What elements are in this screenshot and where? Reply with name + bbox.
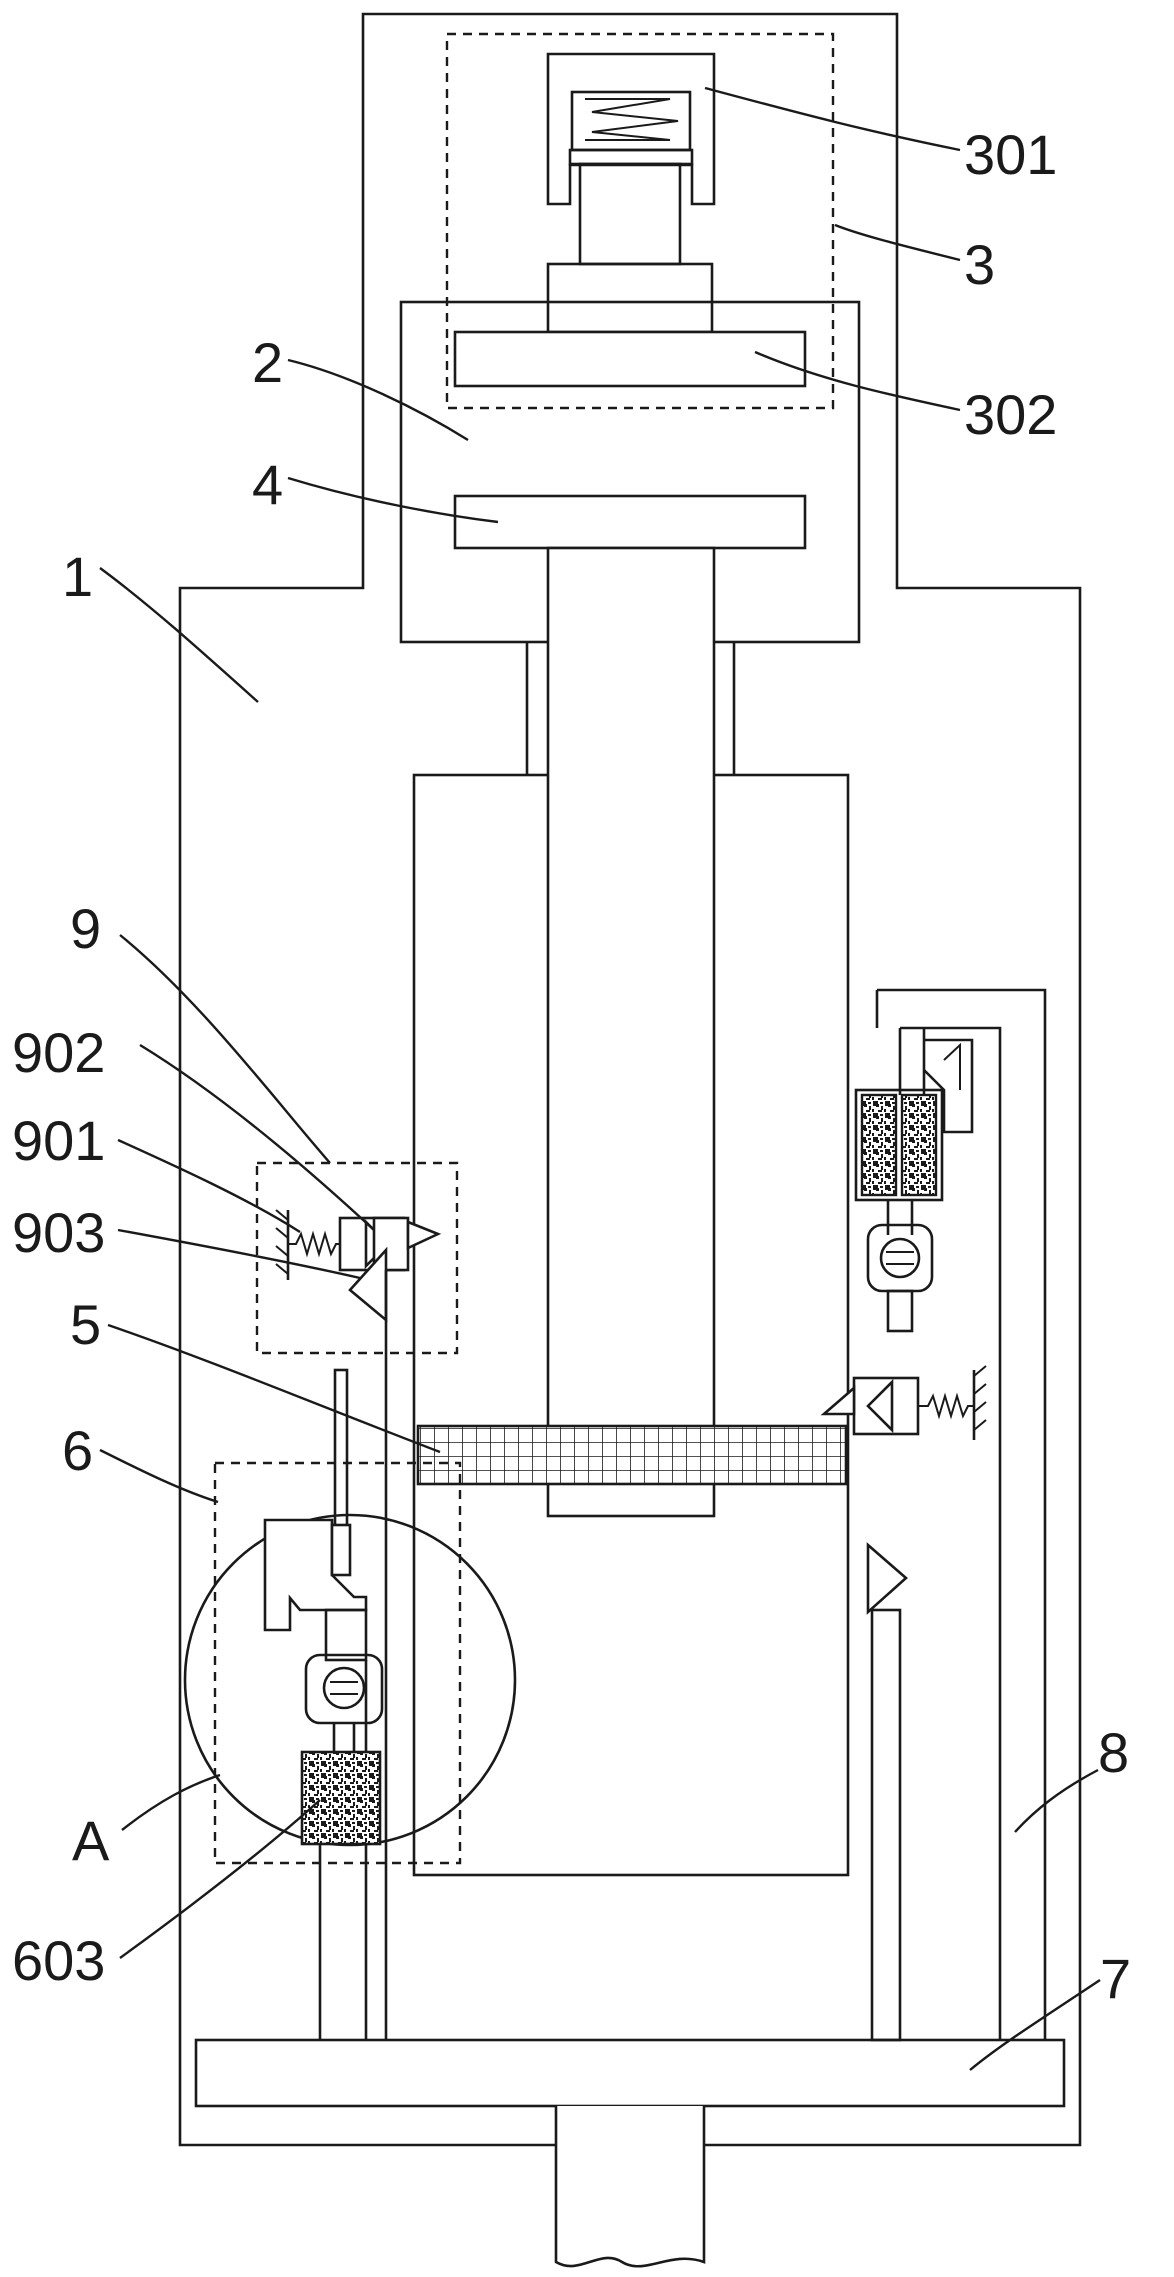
bottom-shaft <box>554 2106 706 2268</box>
leader-903 <box>117 1228 361 1280</box>
block-603 <box>300 1750 382 1846</box>
right-latch-tip <box>820 1385 856 1416</box>
right-post-head <box>866 1542 908 1615</box>
frame-8-outer <box>877 988 1047 2040</box>
label-A: A <box>72 1809 110 1872</box>
right-hook <box>923 1038 974 1134</box>
leader-603 <box>119 1799 321 1959</box>
spring-plate <box>568 148 694 166</box>
label-1: 1 <box>62 545 93 608</box>
leader-301 <box>704 86 961 152</box>
leader-5 <box>107 1323 441 1454</box>
leader-2 <box>287 358 469 442</box>
group-3-outline <box>445 32 835 410</box>
label-2: 2 <box>252 331 283 394</box>
frame-8-inner <box>900 1026 1002 2040</box>
label-9: 9 <box>70 897 101 960</box>
left-hook-slot <box>330 1523 352 1577</box>
mesh-filter-5 <box>416 1424 848 1486</box>
right-ground-h1 <box>973 1365 987 1377</box>
leader-8 <box>1014 1768 1099 1833</box>
label-301: 301 <box>964 123 1057 186</box>
central-shaft <box>546 546 716 1518</box>
leader-9 <box>119 934 331 1164</box>
group-6-outline <box>213 1461 462 1865</box>
leader-901 <box>117 1138 301 1234</box>
label-903: 903 <box>12 1201 105 1264</box>
right-roller <box>879 1237 921 1279</box>
leader-7 <box>969 1979 1101 2071</box>
right-block-b <box>900 1093 938 1197</box>
label-8: 8 <box>1098 1721 1129 1784</box>
left-roller <box>322 1666 366 1710</box>
label-603: 603 <box>12 1929 105 1992</box>
right-block-frame <box>854 1088 944 1202</box>
right-latch-wedge <box>866 1378 894 1434</box>
right-ground-h2 <box>973 1383 987 1395</box>
label-5: 5 <box>70 1293 101 1356</box>
label-902: 902 <box>12 1021 105 1084</box>
plate-302 <box>453 330 807 388</box>
leader-3 <box>834 223 961 262</box>
leader-4 <box>287 476 499 524</box>
right-lower-rod <box>886 1289 914 1333</box>
leader-6 <box>99 1448 219 1504</box>
left-ground-h4 <box>275 1263 289 1275</box>
left-ground-h1 <box>275 1209 289 1221</box>
spring-icon <box>585 98 679 141</box>
right-ground-h4 <box>973 1419 987 1431</box>
label-4: 4 <box>252 453 283 516</box>
group-9-outline <box>255 1161 459 1355</box>
leader-1 <box>99 567 259 703</box>
plunger-upper <box>578 162 682 266</box>
right-roller-housing <box>866 1223 934 1293</box>
label-901: 901 <box>12 1109 105 1172</box>
label-6: 6 <box>62 1419 93 1482</box>
left-spring-icon <box>288 1230 340 1258</box>
left-ground-h3 <box>275 1245 289 1257</box>
right-post <box>870 1608 902 2042</box>
outer-housing <box>178 12 1082 2147</box>
leader-902 <box>139 1043 375 1231</box>
piston-4 <box>453 494 807 550</box>
left-roller-housing <box>304 1653 384 1725</box>
right-spring-icon <box>918 1392 974 1420</box>
label-302: 302 <box>964 383 1057 446</box>
left-latch-tip <box>406 1220 442 1251</box>
label-7: 7 <box>1100 1947 1131 2010</box>
base-plate-7 <box>194 2038 1066 2108</box>
right-ground-h3 <box>973 1401 987 1413</box>
plunger-lower <box>546 262 714 334</box>
right-hook-notch <box>943 1042 961 1090</box>
right-block-a <box>860 1093 898 1197</box>
left-slider <box>324 1608 368 1662</box>
leader-302 <box>754 350 961 412</box>
label-3: 3 <box>964 233 995 296</box>
leader-A <box>121 1773 221 1831</box>
left-ground-h2 <box>275 1227 289 1239</box>
